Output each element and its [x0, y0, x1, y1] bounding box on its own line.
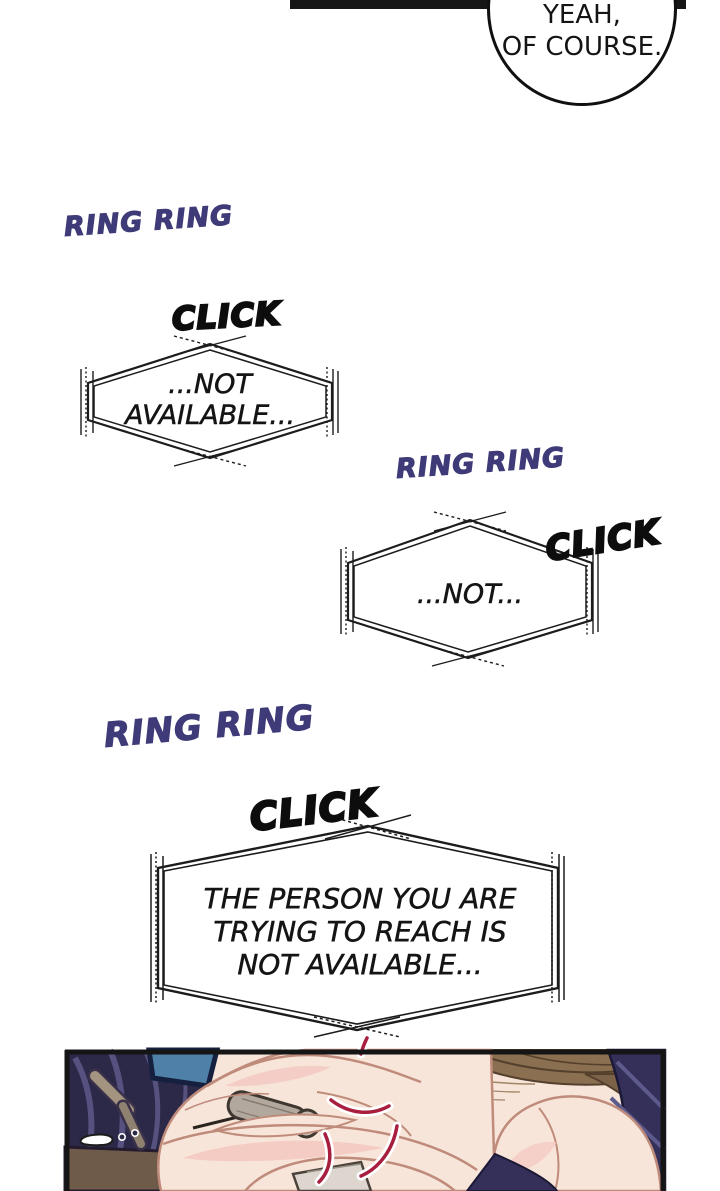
speech-bubble-line: OF COURSE. [501, 32, 663, 62]
chopsticks [87, 1068, 148, 1151]
sketch-ticks [80, 335, 339, 467]
anger-mark-icon [314, 1033, 402, 1187]
window [146, 1047, 221, 1089]
phone-bubble-3-text: THE PERSON YOU ARE TRYING TO REACH IS NO… [179, 882, 541, 982]
phone-bubble-1-line: ...NOT [168, 369, 252, 401]
bottom-art-panel [63, 1033, 667, 1191]
phone-bubble-3-line: NOT AVAILABLE... [237, 948, 483, 982]
sfx-ring-ring-3: RING RING [102, 697, 317, 756]
phone-bubble-3-shape [150, 814, 565, 1038]
hand-over-face [492, 1095, 663, 1191]
phone-bubble-2-text: ...NOT... [350, 579, 590, 611]
speech-bubble-line: YEAH, [543, 0, 621, 30]
speech-bubble: YEAH, OF COURSE. [487, 0, 677, 106]
phone-bubble-1-shape [80, 335, 339, 467]
panel-border [64, 1049, 666, 1191]
phone-bubble-1-text: ...NOT AVAILABLE... [90, 369, 330, 432]
phone-bubble-3-line: TRYING TO REACH IS [213, 915, 507, 949]
sketch-ticks [150, 814, 565, 1038]
phone-bubble-1-line: AVAILABLE... [124, 400, 296, 432]
phone-bubble-3-line: THE PERSON YOU ARE [203, 882, 517, 916]
sketch-ticks [340, 511, 599, 667]
small-speech-dots [79, 1129, 140, 1147]
sfx-click-1: CLICK [170, 293, 283, 339]
phone-bottom-half [291, 1160, 373, 1191]
sfx-ring-ring-1: RING RING [62, 200, 235, 244]
sfx-ring-ring-2: RING RING [394, 442, 567, 486]
phone-bubble-2-shape [340, 511, 599, 667]
shirt-wedge [465, 1152, 559, 1191]
phone-bubble-2-line: ...NOT... [416, 579, 524, 611]
